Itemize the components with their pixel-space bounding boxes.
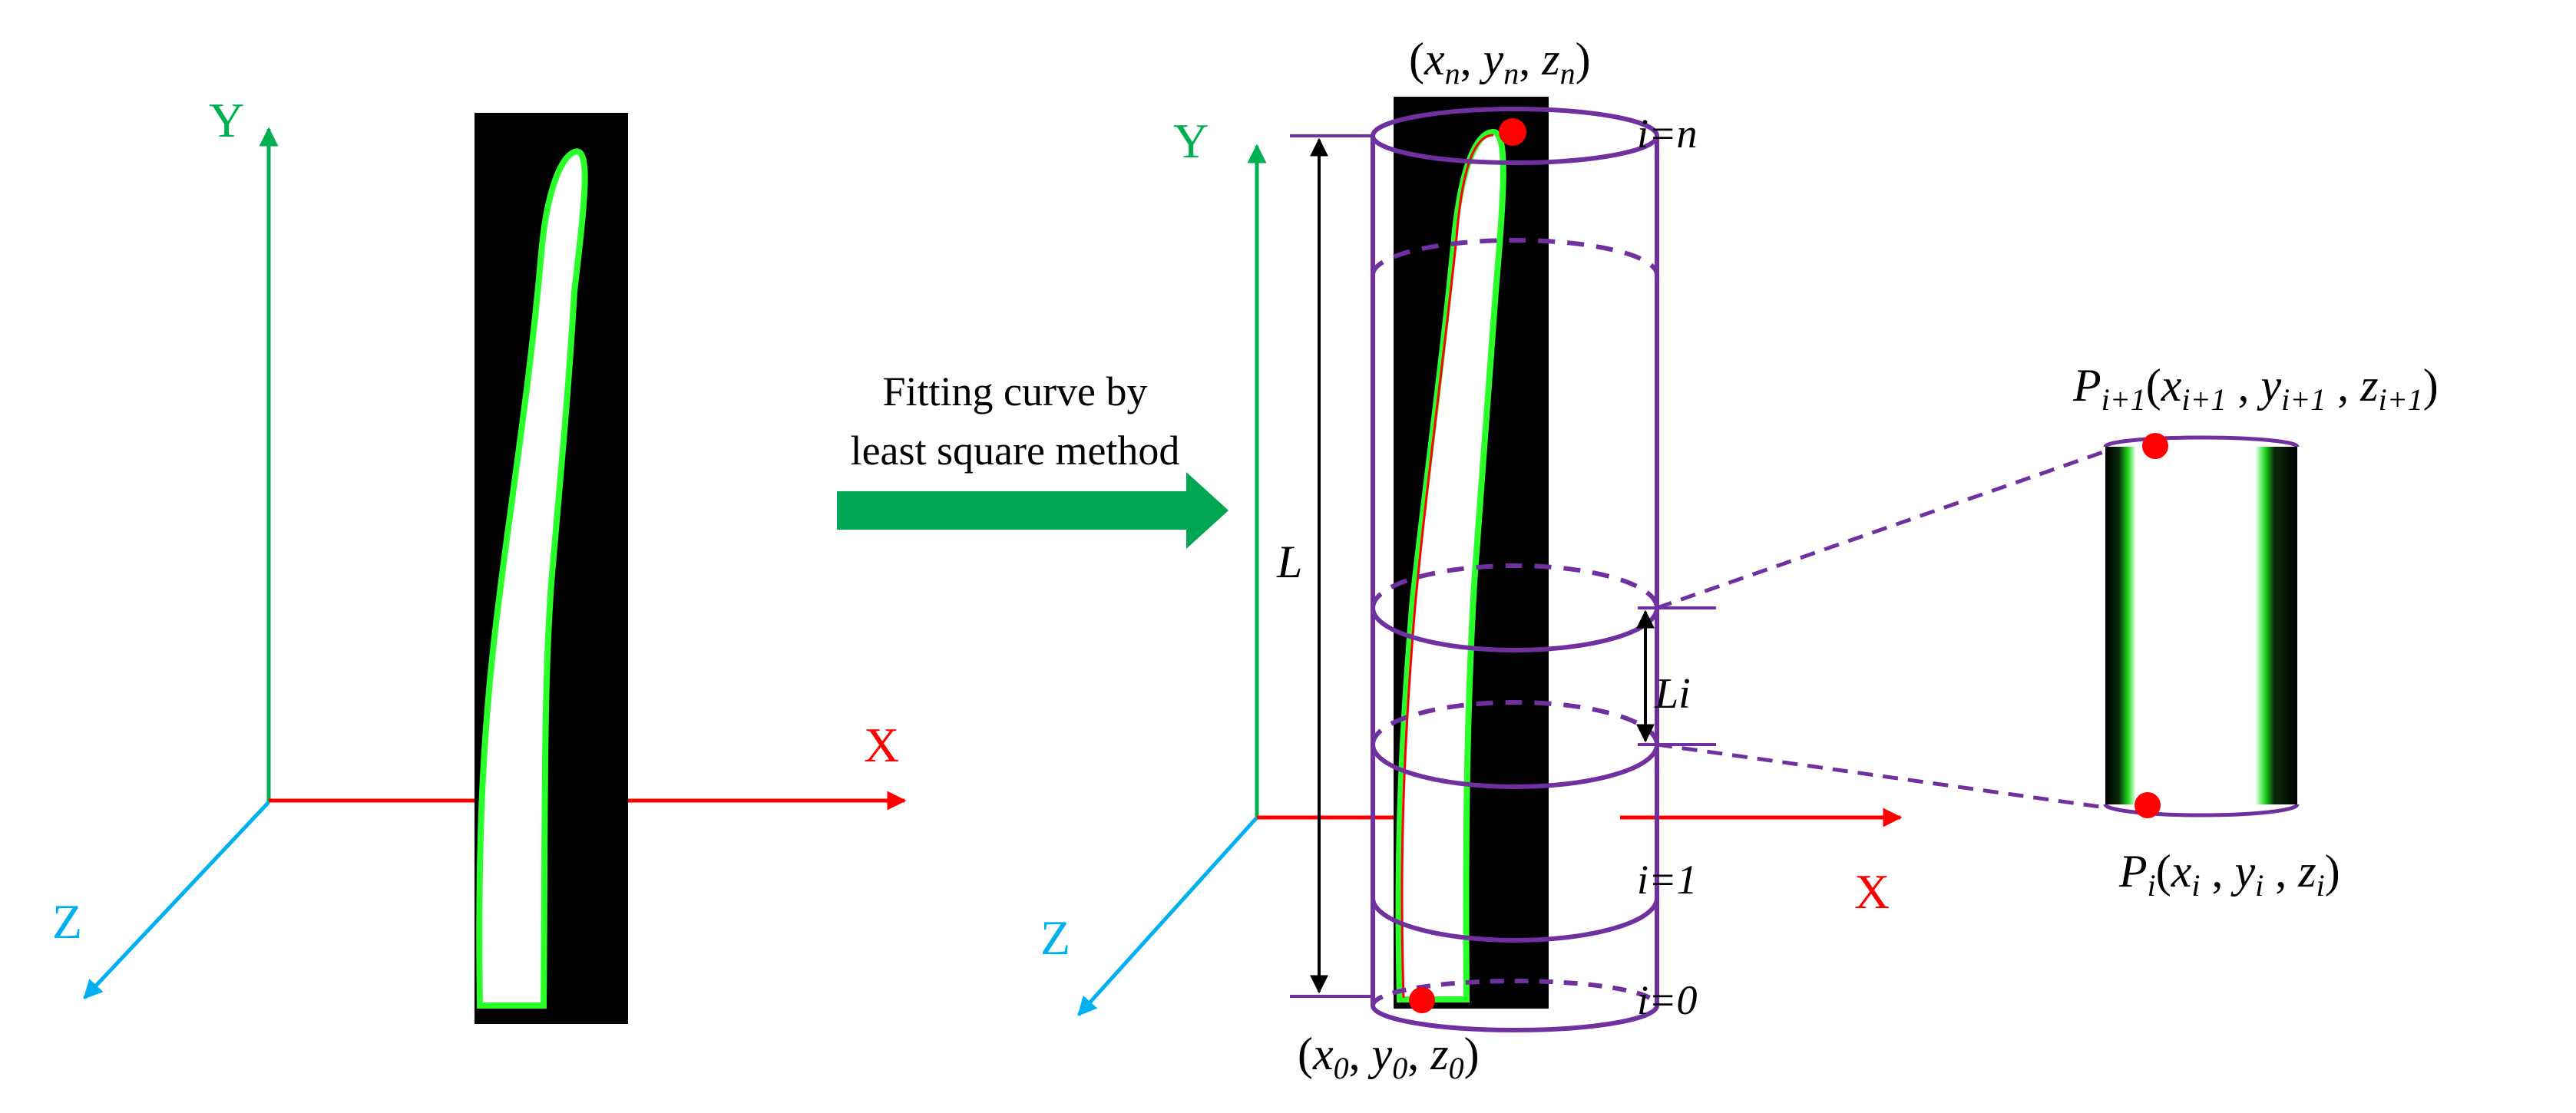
zoom-bottom-ring: [2103, 804, 2300, 817]
arrow-label-line2: least square method: [851, 428, 1180, 474]
cylinder-bottom-ring: [1371, 1005, 1659, 1032]
ring-upper-back: [1371, 238, 1659, 276]
left-y-label: Y: [209, 93, 244, 147]
segment-label: Li: [1654, 670, 1691, 718]
arrow-label-line1: Fitting curve by: [883, 368, 1148, 414]
fitting-arrow-group: Fitting curve by least square method: [837, 368, 1228, 549]
zoom-panel: Pi+1(xi+1 , yi+1 , zi+1) Pi(xi , yi , zi…: [1656, 360, 2439, 903]
right-tissue-shape: [1395, 128, 1506, 1002]
cylinder-bottom-ring-back: [1371, 979, 1659, 1006]
top-control-point: [1499, 118, 1526, 146]
top-point-label: (xn, yn, zn): [1409, 34, 1591, 91]
p-cur-label: Pi(xi , yi , zi): [2118, 846, 2340, 903]
left-panel: Y X Z: [52, 93, 907, 1024]
right-z-label: Z: [1040, 910, 1070, 965]
bottom-control-point: [1409, 987, 1435, 1013]
point-p-i: [2135, 792, 2161, 818]
zoom-guide-bottom: [1656, 742, 2106, 810]
left-z-axis: [83, 801, 270, 999]
fitting-arrow: [837, 472, 1228, 549]
ring-i-plus-1-back: [1371, 563, 1659, 609]
left-z-label: Z: [52, 894, 82, 949]
left-x-label: X: [864, 718, 899, 772]
ring-i-1: [1371, 897, 1659, 943]
ring-i: [1371, 744, 1659, 789]
left-tissue-shape: [476, 148, 588, 1009]
length-label: L: [1276, 537, 1302, 587]
zoomed-segment-image: [2105, 447, 2297, 804]
zoom-top-ring: [2103, 435, 2300, 448]
right-x-label: X: [1854, 864, 1890, 919]
fitted-curve: [1400, 134, 1494, 999]
p-next-label: Pi+1(xi+1 , yi+1 , zi+1): [2072, 360, 2439, 417]
zoom-guide-top: [1656, 449, 2106, 610]
point-p-i-plus-1: [2142, 433, 2168, 459]
ring-i-back: [1371, 700, 1659, 745]
length-label-bg: [1271, 530, 1309, 591]
right-y-label: Y: [1173, 114, 1209, 168]
bottom-point-label: (x0, y0, z0): [1298, 1029, 1480, 1085]
index-label-n: i=n: [1637, 111, 1697, 157]
index-label-0: i=0: [1637, 977, 1697, 1023]
right-z-axis: [1077, 816, 1258, 1016]
right-panel: L Li i=n i=1 i=0 Y X Z (xn, yn, zn) (x0,…: [1040, 34, 1903, 1085]
index-label-1: i=1: [1637, 857, 1697, 903]
